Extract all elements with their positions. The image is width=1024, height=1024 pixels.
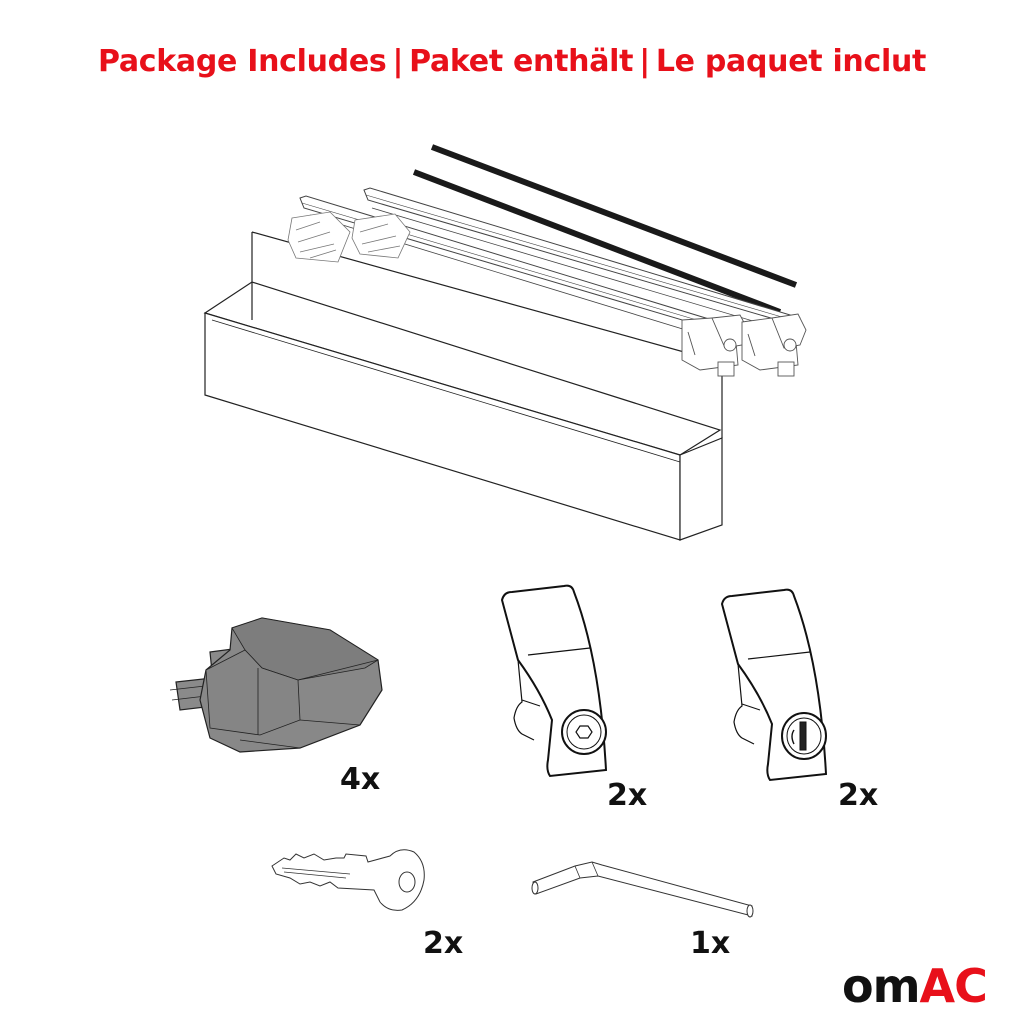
cross-bars — [287, 187, 807, 377]
title-separator: | — [639, 44, 650, 79]
logo-text-red: AC — [919, 959, 988, 1013]
logo-text-black: om — [842, 959, 921, 1013]
hex-key-illustration — [531, 861, 754, 918]
key-illustration — [271, 849, 425, 911]
title-german: Paket enthält — [409, 44, 634, 79]
page-title: Package Includes|Paket enthält|Le paquet… — [0, 44, 1024, 79]
right-feet — [681, 313, 807, 377]
left-feet — [287, 211, 411, 263]
foot-cover-lock-quantity: 2x — [838, 778, 879, 813]
title-separator: | — [392, 44, 404, 79]
title-english: Package Includes — [97, 44, 387, 79]
end-cap-quantity: 4x — [340, 762, 381, 797]
key-quantity: 2x — [423, 926, 464, 961]
end-cap-illustration — [169, 617, 383, 753]
foot-cover-hex-illustration — [500, 584, 608, 778]
title-french: Le paquet inclut — [655, 44, 927, 79]
foot-cover-lock-illustration — [720, 588, 828, 782]
rubber-strips — [412, 144, 798, 315]
roof-bars-box-illustration — [203, 231, 723, 541]
hex-key-quantity: 1x — [690, 926, 731, 961]
foot-cover-hex-quantity: 2x — [607, 778, 648, 813]
